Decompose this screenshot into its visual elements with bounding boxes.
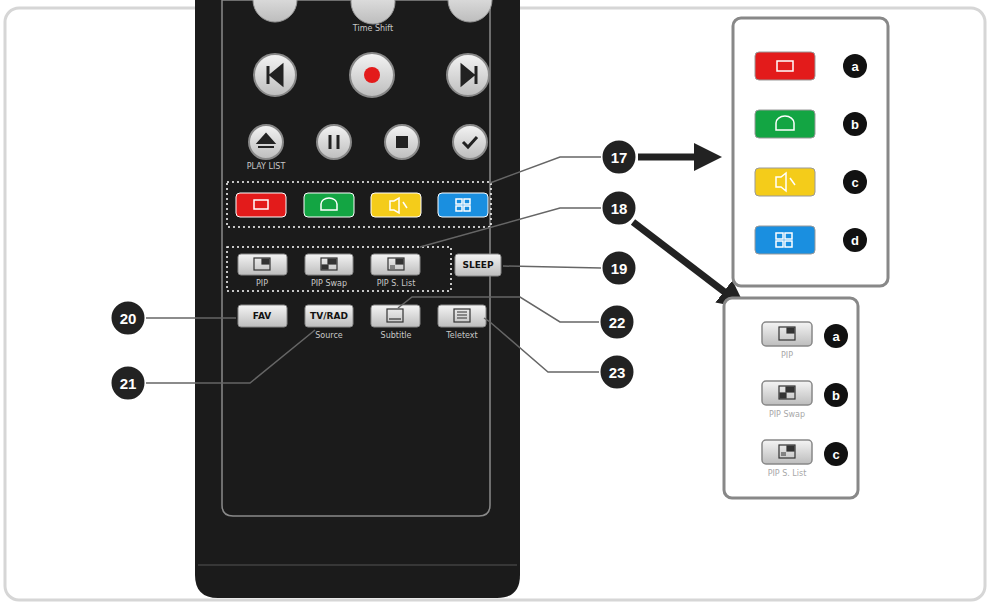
button-caption: PIP Swap — [311, 280, 347, 288]
button-text: SLEEP — [462, 261, 493, 270]
button-caption: Time Shift — [353, 25, 393, 33]
button-caption: PLAY LIST — [247, 163, 286, 171]
button-caption: PIP S. List — [377, 280, 416, 288]
callout-number: 22 — [609, 315, 626, 330]
button-caption: PIP S. List — [768, 470, 807, 478]
item-letter: b — [832, 389, 840, 402]
item-letter: c — [851, 176, 858, 189]
callout-number: 19 — [611, 261, 628, 276]
button-text: TV/RAD — [310, 312, 348, 321]
callout-number: 18 — [611, 201, 628, 216]
item-letter: c — [832, 448, 839, 461]
item-letter: a — [832, 330, 839, 343]
callout-number: 23 — [609, 365, 626, 380]
button-caption: Teletext — [446, 332, 477, 340]
button-caption: PIP — [256, 280, 268, 288]
button-caption: PIP — [781, 352, 793, 360]
item-letter: b — [851, 118, 859, 131]
button-caption: Source — [315, 332, 342, 340]
callout-number: 20 — [120, 311, 137, 326]
button-caption: PIP Swap — [769, 411, 805, 419]
button-text: FAV — [253, 312, 271, 321]
item-letter: a — [851, 60, 858, 73]
callout-number: 21 — [120, 376, 137, 391]
callout-number: 17 — [611, 150, 628, 165]
button-caption: Subtitle — [381, 332, 412, 340]
item-letter: d — [851, 234, 859, 247]
